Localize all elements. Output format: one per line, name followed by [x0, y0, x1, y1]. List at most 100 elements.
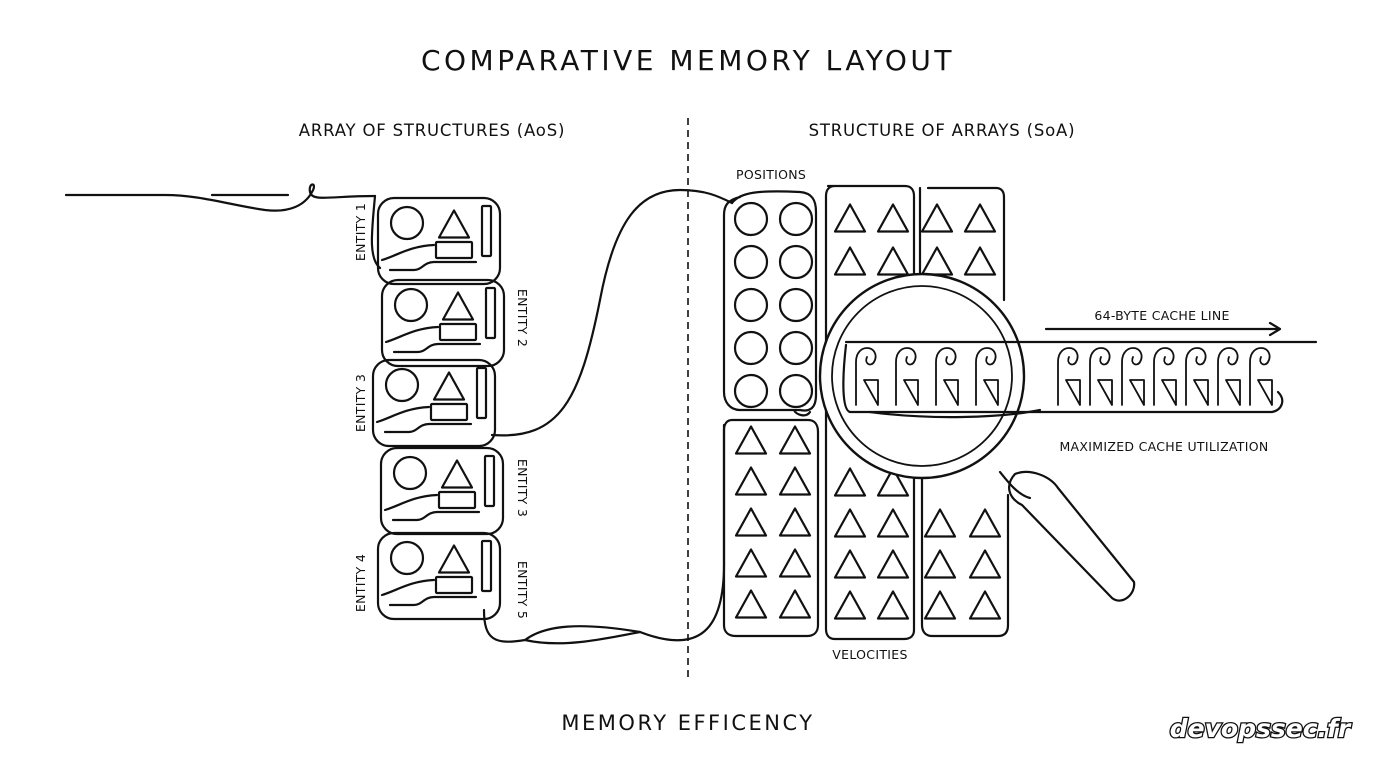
entity-card-2	[380, 278, 506, 368]
triangle-icon	[833, 246, 867, 276]
bar-icon	[484, 286, 497, 340]
magnifier-handle-neck	[998, 470, 1032, 500]
positions-tail	[792, 408, 812, 417]
cache-cell-8	[1153, 347, 1177, 406]
entity-card-outline	[371, 358, 497, 448]
bar-icon	[480, 204, 493, 258]
cache-line: 64-BYTE CACHE LINE MAXIMIZED CACHE UTILI…	[842, 308, 1318, 454]
small-rect-icon	[438, 322, 478, 342]
triangle-icon	[833, 549, 867, 579]
circle-icon	[384, 367, 420, 403]
triangle-icon	[734, 548, 768, 578]
positions-block: POSITIONS	[722, 167, 818, 412]
triangle-icon	[734, 589, 768, 619]
entity-card-4	[379, 446, 505, 536]
triangle-icon	[963, 246, 997, 276]
aos-wire-bottom-loop	[523, 630, 642, 645]
magnifying-glass-icon	[818, 272, 1136, 602]
cache-cell-7	[1121, 347, 1145, 406]
soa-heading: STRUCTURE OF ARRAYS (SoA)	[809, 121, 1076, 140]
triangle-icon	[734, 466, 768, 496]
triangle-icon	[876, 549, 910, 579]
small-rect-icon	[437, 490, 477, 510]
circle-icon	[778, 287, 814, 323]
triangle-icon	[734, 425, 768, 455]
small-rect-icon	[434, 575, 474, 595]
triangle-icon	[778, 548, 812, 578]
triangle-icon	[923, 590, 957, 620]
triangle-icon	[778, 425, 812, 455]
triangle-icon	[441, 291, 475, 321]
small-rect-icon	[434, 240, 474, 260]
diagram-title: COMPARATIVE MEMORY LAYOUT	[421, 44, 955, 77]
cache-line-underline	[868, 408, 1042, 419]
triangle-icon	[920, 203, 954, 233]
entity-card-1	[376, 196, 502, 286]
cache-cell-1	[855, 347, 879, 406]
cache-line-envelope	[842, 343, 1284, 414]
circle-icon	[389, 540, 425, 576]
velocities-outline-mid	[824, 184, 916, 641]
entity-card-outline	[376, 196, 502, 286]
entity-inner-wire	[392, 342, 482, 354]
circle-icon	[733, 330, 769, 366]
triangle-icon	[778, 466, 812, 496]
cache-cell-11	[1249, 347, 1273, 406]
entity-inner-wire	[375, 405, 431, 424]
circle-icon	[778, 244, 814, 280]
circle-icon	[392, 455, 428, 491]
magnifier-lens-inner	[831, 285, 1013, 467]
entity-inner-wire	[380, 243, 436, 262]
magnifier-lens-outer	[818, 272, 1026, 480]
velocities-label: VELOCITIES	[832, 647, 907, 662]
velocities-outline-right-bottom	[920, 438, 1010, 638]
entity-card-outline	[376, 531, 502, 621]
footer-caption: MEMORY EFFICENCY	[561, 711, 814, 735]
triangle-icon	[833, 590, 867, 620]
triangle-icon	[920, 246, 954, 276]
circle-icon	[733, 201, 769, 237]
cache-line-label: 64-BYTE CACHE LINE	[1094, 308, 1229, 323]
cache-cell-2	[895, 347, 919, 406]
entity-inner-wire	[383, 493, 439, 512]
aos-to-soa-wire	[490, 188, 734, 437]
triangle-icon	[876, 467, 910, 497]
entity-inner-wire	[391, 510, 481, 522]
triangle-icon	[833, 508, 867, 538]
triangle-icon	[440, 459, 474, 489]
aos-entity-stack	[370, 194, 642, 645]
cache-cell-3	[935, 347, 959, 406]
cache-cell-6	[1089, 347, 1113, 406]
brand-logo: devopssec.fr	[1170, 714, 1352, 743]
input-wire	[64, 183, 377, 212]
circle-icon	[733, 373, 769, 409]
cache-cell-4	[975, 347, 999, 406]
triangle-icon	[778, 507, 812, 537]
entity-label-3b: ENTITY 3	[515, 459, 530, 517]
triangle-icon	[876, 203, 910, 233]
entity-inner-wire	[384, 325, 440, 344]
entity-label-4: ENTITY 4	[353, 554, 368, 612]
arrow-right-icon	[1268, 321, 1282, 337]
cache-util-label: MAXIMIZED CACHE UTILIZATION	[1059, 439, 1268, 454]
entity-inner-wire	[380, 578, 436, 597]
velocities-outline-left	[722, 418, 820, 638]
bar-icon	[475, 366, 488, 420]
small-rect-icon	[429, 402, 469, 422]
triangle-icon	[923, 549, 957, 579]
aos-heading: ARRAY OF STRUCTURES (AoS)	[299, 121, 565, 140]
triangle-icon	[432, 371, 466, 401]
entity-label-1: ENTITY 1	[353, 203, 368, 261]
velocities-outline-right-top	[926, 186, 1006, 302]
circle-icon	[778, 330, 814, 366]
cache-cell-9	[1185, 347, 1209, 406]
triangle-icon	[968, 590, 1002, 620]
entity-inner-wire	[388, 260, 478, 272]
magnifier-handle	[1008, 470, 1136, 602]
circle-icon	[393, 287, 429, 323]
positions-label: POSITIONS	[736, 167, 806, 182]
soa-bottom-wire	[638, 423, 726, 642]
circle-icon	[778, 201, 814, 237]
entity-label-5: ENTITY 5	[515, 561, 530, 619]
